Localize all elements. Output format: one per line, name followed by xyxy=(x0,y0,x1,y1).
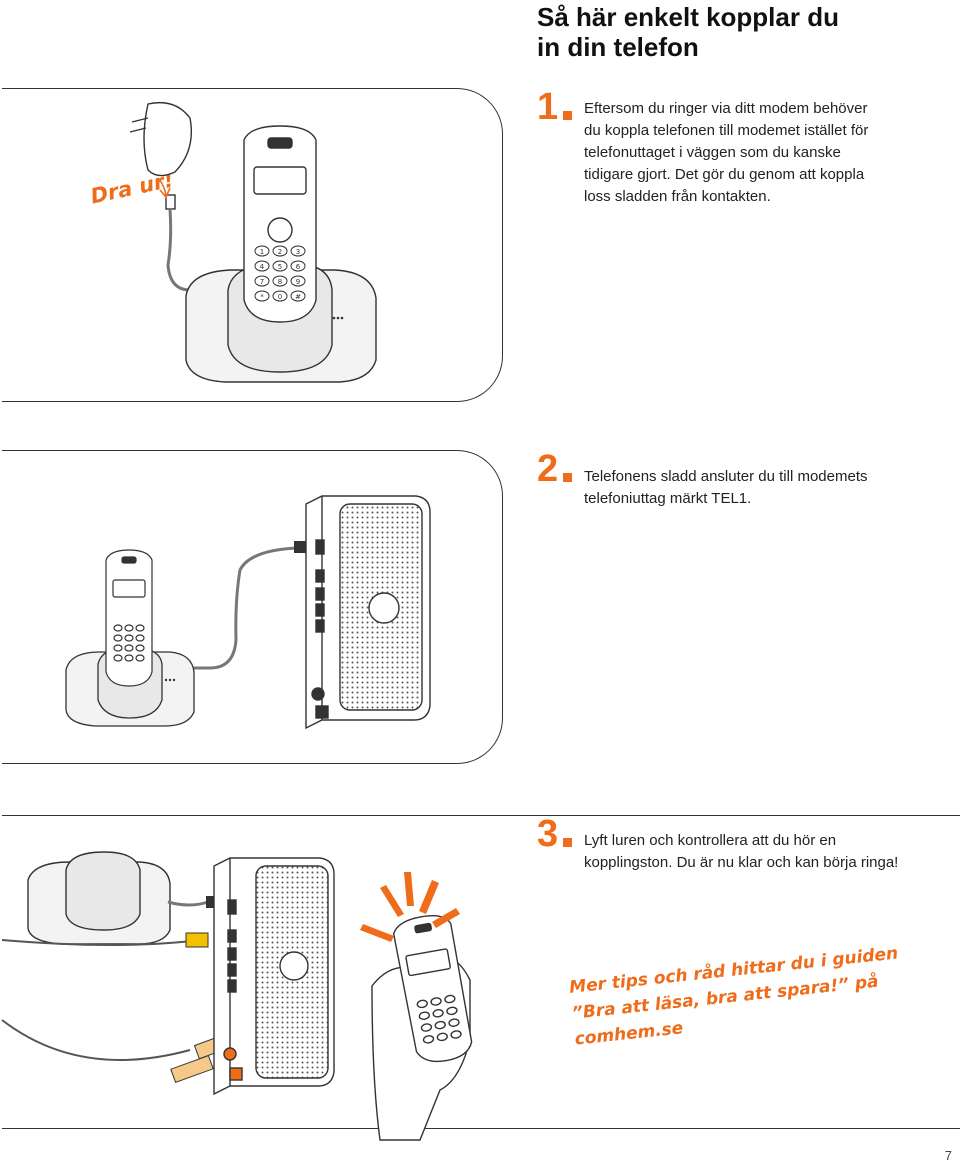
step-1-number: 1 xyxy=(537,86,558,128)
step-2-bullet xyxy=(563,473,572,482)
tel-cable xyxy=(176,546,299,670)
page-title: Så här enkelt kopplar du in din telefon xyxy=(537,2,937,62)
key-label: 6 xyxy=(296,263,301,271)
modem xyxy=(305,495,431,730)
coax-cable xyxy=(1,1019,191,1061)
empty-phone-base xyxy=(27,851,171,945)
cordless-handset xyxy=(243,125,317,323)
step-2-text-line: Telefonens sladd ansluter du till modeme… xyxy=(584,468,868,485)
key-label: 3 xyxy=(296,248,300,256)
step-3-text-line: Lyft luren och kontrollera att du hör en xyxy=(584,832,837,849)
title-line-1: Så här enkelt kopplar du xyxy=(537,2,839,32)
network-cable xyxy=(1,939,201,946)
step-2-number: 2 xyxy=(537,448,558,490)
step-1-text: Eftersom du ringer via ditt modem behöve… xyxy=(584,98,868,208)
modem xyxy=(213,857,335,1096)
step-1-text-line: telefonuttaget i väggen som du kanske xyxy=(584,144,841,161)
key-label: 1 xyxy=(260,248,264,256)
step-2-text-line: telefoniuttag märkt TEL1. xyxy=(584,490,752,507)
step-3-bullet xyxy=(563,838,572,847)
key-label: 0 xyxy=(278,293,282,301)
network-plug xyxy=(185,932,209,948)
wall-plug-icon xyxy=(129,101,193,210)
keypad-digit-labels: 1 2 3 4 5 6 7 8 9 * 0 # xyxy=(260,248,301,301)
step-3-panel xyxy=(2,815,960,1129)
hand-holding-handset xyxy=(371,914,473,1141)
key-label: 4 xyxy=(260,263,265,271)
ringing-burst-icon xyxy=(360,872,460,942)
step-3-text: Lyft luren och kontrollera att du hör en… xyxy=(584,830,898,874)
key-label: 8 xyxy=(278,278,282,286)
key-label: 2 xyxy=(278,248,282,256)
key-label: 5 xyxy=(278,263,282,271)
cordless-handset xyxy=(105,549,153,687)
title-line-2: in din telefon xyxy=(537,32,699,62)
step-3-text-line: kopplingston. Du är nu klar och kan börj… xyxy=(584,854,899,871)
tel-plug xyxy=(294,541,306,553)
key-label: * xyxy=(260,293,264,301)
ellipsis-icon xyxy=(164,678,176,682)
page-number: 7 xyxy=(944,1148,952,1163)
step-1-text-line: Eftersom du ringer via ditt modem behöve… xyxy=(584,100,868,117)
step-1-text-line: du koppla telefonen till modemet iställe… xyxy=(584,122,869,139)
arrow-down-icon xyxy=(157,177,171,199)
step-1-text-line: loss sladden från kontakten. xyxy=(584,188,771,205)
key-label: 9 xyxy=(296,278,300,286)
ellipsis-icon xyxy=(332,316,344,320)
handset-keypad xyxy=(254,245,306,302)
key-label: # xyxy=(295,293,301,301)
key-label: 7 xyxy=(260,278,264,286)
phone-cord xyxy=(166,208,191,292)
step-1-bullet xyxy=(563,111,572,120)
step-3-number: 3 xyxy=(537,813,558,855)
phone-cable xyxy=(167,900,209,907)
step-1-text-line: tidigare gjort. Det gör du genom att kop… xyxy=(584,166,865,183)
step-2-text: Telefonens sladd ansluter du till modeme… xyxy=(584,466,868,510)
